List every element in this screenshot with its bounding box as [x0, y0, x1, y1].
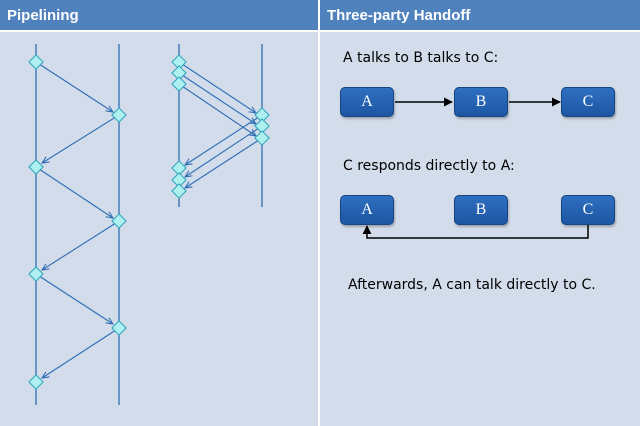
event-diamond: [171, 65, 187, 81]
event-diamond: [28, 159, 44, 175]
node-a: A: [340, 195, 394, 225]
caption-c-responds: C responds directly to A:: [343, 158, 515, 174]
event-diamond: [111, 320, 127, 336]
handoff-header: Three-party Handoff: [320, 0, 640, 32]
message-arrow: [35, 166, 113, 218]
message-arrow: [185, 125, 263, 177]
node-b: B: [454, 195, 508, 225]
event-diamond: [171, 183, 187, 199]
message-arrow: [178, 61, 256, 113]
message-arrow: [35, 273, 113, 324]
event-diamond: [28, 54, 44, 70]
event-diamond: [171, 54, 187, 70]
pipelining-header: Pipelining: [0, 0, 318, 32]
message-arrow: [42, 114, 120, 163]
event-diamond: [171, 172, 187, 188]
event-diamond: [254, 107, 270, 123]
event-diamond: [28, 374, 44, 390]
message-arrow: [185, 137, 263, 188]
event-diamond: [111, 107, 127, 123]
event-diamond: [111, 213, 127, 229]
event-diamond: [28, 266, 44, 282]
caption-a-talks-to-b: A talks to B talks to C:: [343, 50, 499, 66]
handoff-arrows: [362, 97, 589, 239]
arrow-c-to-a: [362, 225, 589, 239]
node-a: A: [340, 87, 394, 117]
event-diamond: [171, 76, 187, 92]
message-arrow: [42, 220, 120, 270]
pipelining-panel: Pipelining: [0, 0, 319, 426]
event-diamond: [254, 118, 270, 134]
pipelining-diagram: [28, 44, 270, 405]
event-diamond: [171, 160, 187, 176]
message-arrow: [42, 327, 120, 378]
message-arrow: [35, 61, 113, 112]
node-b: B: [454, 87, 508, 117]
pipelining-body: [0, 32, 318, 426]
message-arrow: [178, 72, 256, 124]
message-arrow: [178, 83, 256, 136]
node-c: C: [561, 195, 615, 225]
handoff-panel: Three-party Handoff A talks to B talks t…: [320, 0, 640, 426]
event-diamond: [254, 130, 270, 146]
message-arrow: [185, 114, 263, 165]
caption-afterwards: Afterwards, A can talk directly to C.: [348, 277, 596, 293]
node-c: C: [561, 87, 615, 117]
